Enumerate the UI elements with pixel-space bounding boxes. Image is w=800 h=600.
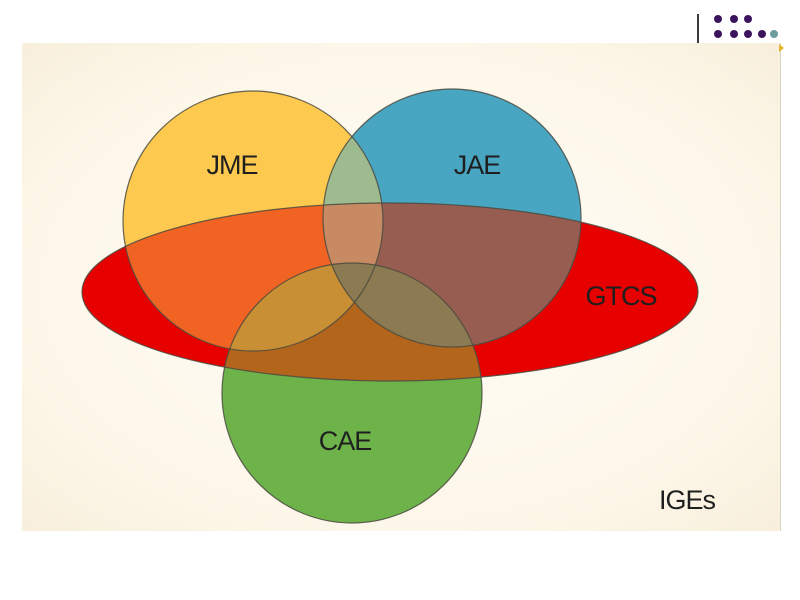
iges-label: IGEs (659, 485, 716, 515)
cae-label: CAE (319, 426, 372, 456)
gtcs-label: GTCS (585, 281, 656, 311)
dot-8 (770, 30, 778, 38)
jae-label: JAE (454, 150, 501, 180)
jme-cae-gtcs-overlap (222, 263, 383, 351)
dot-5 (730, 30, 738, 38)
dot-7 (758, 30, 766, 38)
dot-4 (714, 30, 722, 38)
decorative-dots (712, 15, 778, 41)
jme-label: JME (207, 150, 258, 180)
header-divider (697, 14, 699, 44)
set-outlines (81, 88, 699, 524)
dot-6 (744, 30, 752, 38)
edge-marker (779, 44, 784, 52)
jae-cae-gtcs-overlap (323, 263, 482, 347)
dot-1 (714, 15, 722, 23)
dot-3 (744, 15, 752, 23)
panel-right-edge (780, 43, 781, 531)
dot-2 (730, 15, 738, 23)
